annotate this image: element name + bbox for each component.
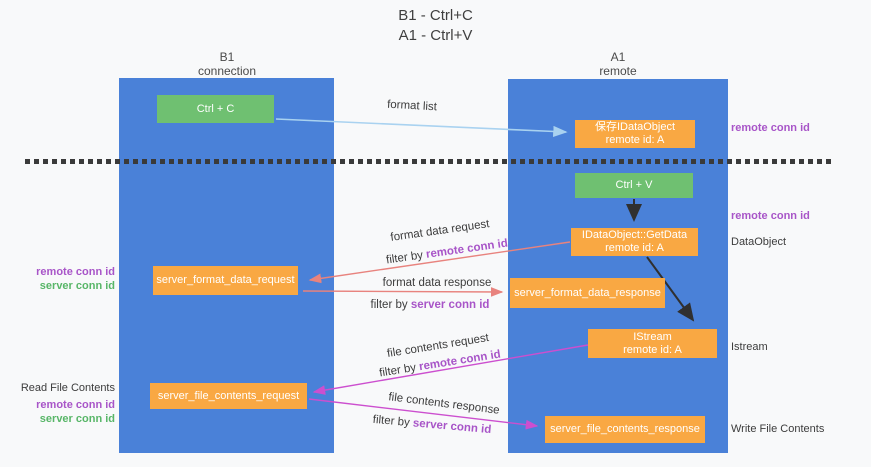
annotation-left-server-conn-id-2: server conn id: [39, 413, 115, 425]
lane-header-b1: B1 connection: [156, 50, 298, 78]
lane-a1-subtitle: remote: [599, 64, 637, 78]
annotation-remote-conn-id-mid: remote conn id: [731, 210, 810, 222]
filter-key-server-conn-id: server conn id: [412, 417, 492, 437]
edge-label-format-data-response: format data response: [382, 277, 492, 289]
edge-label-file-contents-response: file contents response: [387, 391, 501, 417]
edge-label-format-data-request: format data request: [389, 218, 491, 244]
node-ctrl-c-label: Ctrl + C: [196, 102, 235, 115]
filter-prefix: filter by: [378, 361, 421, 380]
edge-label-filter-server-conn-id-2: filter by server conn id: [372, 414, 491, 436]
node-save-idataobject: 保存IDataObject remote id: A: [575, 120, 695, 148]
node-ctrl-v: Ctrl + V: [575, 173, 693, 198]
annotation-istream: Istream: [731, 341, 768, 353]
lane-b1-name: B1: [219, 50, 235, 64]
node-idataobject-getdata: IDataObject::GetData remote id: A: [571, 228, 698, 256]
lane-header-a1: A1 remote: [547, 50, 689, 78]
dashed-separator-line: [25, 159, 831, 164]
node-getdata-line1: IDataObject::GetData: [581, 229, 688, 241]
node-server-format-data-response: server_format_data_response: [510, 278, 665, 308]
title-line-2: A1 - Ctrl+V: [398, 27, 473, 44]
annotation-left-server-conn-id-1: server conn id: [39, 280, 115, 292]
node-save-idataobject-line2: remote id: A: [605, 134, 665, 146]
filter-key-remote-conn-id: remote conn id: [425, 237, 509, 261]
node-ctrl-c: Ctrl + C: [157, 95, 274, 123]
node-istream: IStream remote id: A: [588, 329, 717, 358]
filter-prefix: filter by: [385, 248, 427, 267]
filter-prefix: filter by: [370, 299, 411, 311]
filter-prefix: filter by: [372, 413, 414, 430]
node-server-file-contents-request: server_file_contents_request: [150, 383, 307, 409]
node-istream-line2: remote id: A: [623, 343, 682, 356]
node-save-idataobject-line1: 保存IDataObject: [594, 121, 676, 133]
node-ctrl-v-label: Ctrl + V: [615, 179, 653, 191]
node-getdata-line2: remote id: A: [605, 242, 664, 254]
lane-b1-subtitle: connection: [197, 64, 257, 78]
node-server-file-contents-response: server_file_contents_response: [545, 416, 705, 443]
annotation-left-remote-conn-id-2: remote conn id: [36, 399, 115, 411]
node-server-file-contents-response-label: server_file_contents_response: [550, 423, 700, 435]
node-server-format-data-request: server_format_data_request: [153, 266, 298, 295]
lane-a1-name: A1: [610, 50, 626, 64]
annotation-remote-conn-id-top: remote conn id: [731, 122, 810, 134]
annotation-write-file-contents: Write File Contents: [731, 423, 825, 435]
annotation-left-remote-conn-id-1: remote conn id: [36, 266, 115, 278]
node-istream-line1: IStream: [633, 330, 672, 343]
filter-key-server-conn-id: server conn id: [410, 299, 490, 311]
node-server-file-contents-request-label: server_file_contents_request: [157, 389, 300, 402]
node-server-format-data-response-label: server_format_data_response: [514, 286, 661, 299]
edge-label-format-list: format list: [386, 98, 438, 114]
title-line-1: B1 - Ctrl+C: [398, 7, 473, 24]
diagram-title: B1 - Ctrl+C A1 - Ctrl+V: [0, 6, 871, 46]
node-server-format-data-request-label: server_format_data_request: [156, 274, 295, 286]
edge-label-filter-server-conn-id-1: filter by server conn id: [371, 299, 490, 311]
annotation-read-file-contents: Read File Contents: [20, 382, 115, 394]
annotation-dataobject: DataObject: [731, 236, 787, 248]
